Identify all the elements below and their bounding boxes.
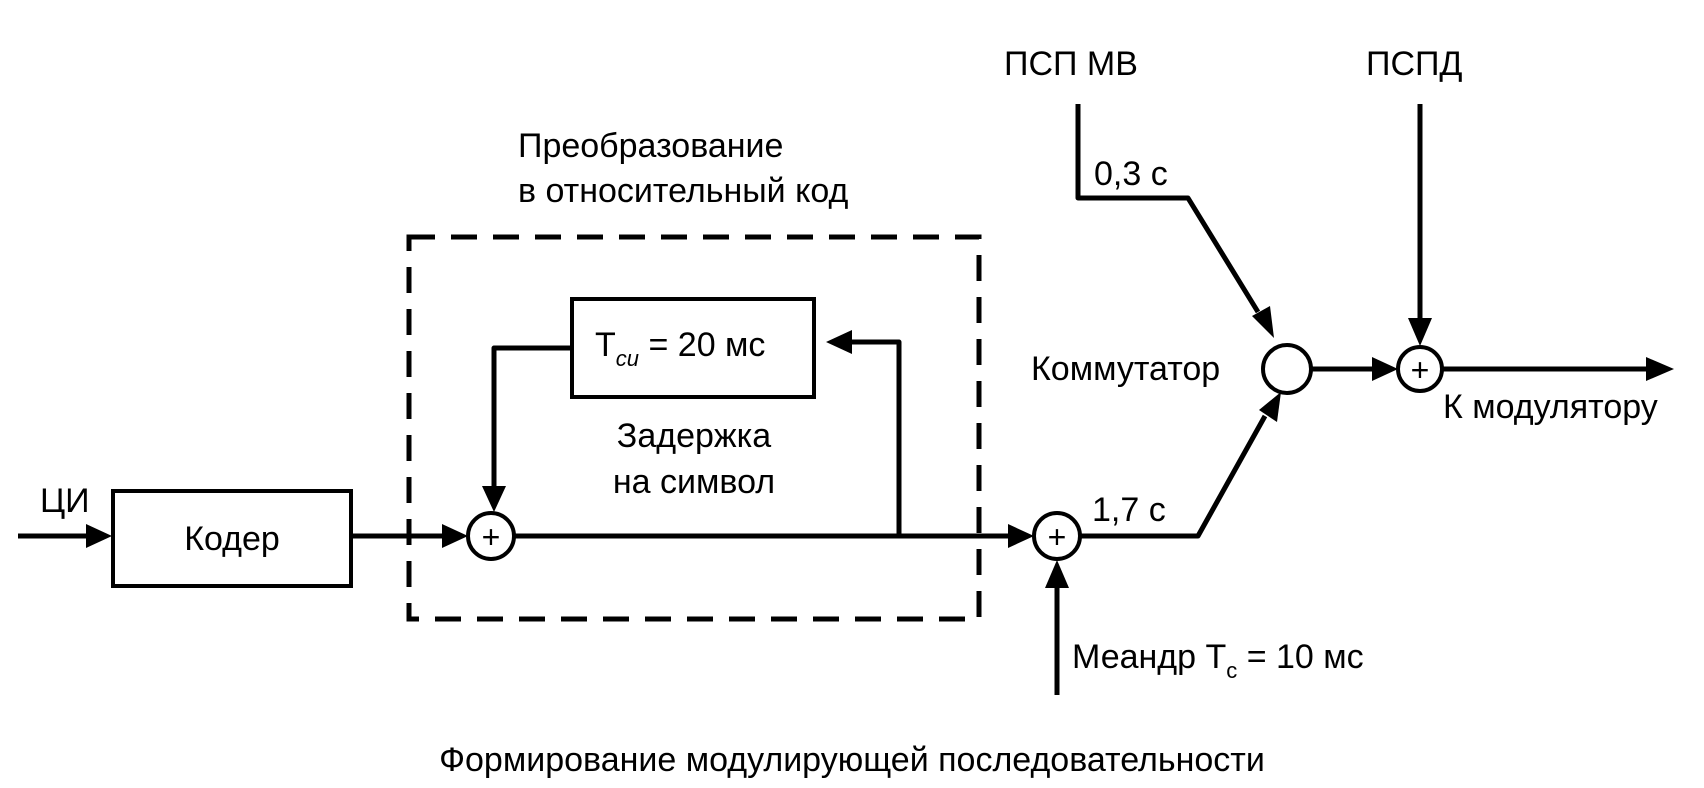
meander-arrow-icon xyxy=(1045,560,1069,588)
relative-code-group xyxy=(406,234,982,622)
output-label: К модулятору xyxy=(1443,388,1658,426)
adder1-input-arrow-icon xyxy=(442,524,468,548)
pspd-label: ПСПД xyxy=(1366,45,1462,83)
adder1-plus-icon: + xyxy=(482,519,501,555)
ci-label: ЦИ xyxy=(40,482,90,520)
diagram-caption: Формирование модулирующей последовательн… xyxy=(439,741,1265,779)
group-title-line1: Преобразование xyxy=(518,127,783,165)
adder1-feedback-arrow-icon xyxy=(482,486,506,512)
feedback-down-line xyxy=(491,345,572,488)
output-arrow-icon xyxy=(1646,357,1674,381)
commutator-upper-arrow-icon xyxy=(1252,306,1274,338)
ci-arrow-icon xyxy=(86,524,112,548)
path-17-line xyxy=(1080,414,1268,539)
feedback-up-line xyxy=(850,339,902,536)
delay-input-arrow-icon xyxy=(826,330,852,354)
commutator-label: Коммутатор xyxy=(1031,350,1220,388)
coder-label: Кодер xyxy=(184,520,280,558)
group-title-line2: в относительный код xyxy=(518,172,849,210)
commutator-lower-arrow-icon xyxy=(1259,392,1281,422)
psp-mv-label: ПСП МВ xyxy=(1004,45,1138,83)
path-03-line xyxy=(1075,104,1261,314)
delay-block-label: Tси = 20 мс xyxy=(595,326,765,371)
adder3-plus-icon: + xyxy=(1411,352,1430,388)
delay-caption-line2: на символ xyxy=(613,463,775,501)
time-03-label: 0,3 с xyxy=(1094,155,1168,193)
commutator-circle xyxy=(1261,343,1313,395)
time-17-label: 1,7 с xyxy=(1092,491,1166,529)
meander-label: Меандр Tc = 10 мс xyxy=(1072,638,1364,683)
pspd-arrow-icon xyxy=(1408,318,1432,346)
adder3-input-arrow-icon xyxy=(1372,357,1398,381)
adder2-plus-icon: + xyxy=(1048,519,1067,555)
delay-caption-line1: Задержка xyxy=(617,417,771,455)
delay-block xyxy=(570,297,816,399)
adder2-input-arrow-icon xyxy=(1008,524,1034,548)
